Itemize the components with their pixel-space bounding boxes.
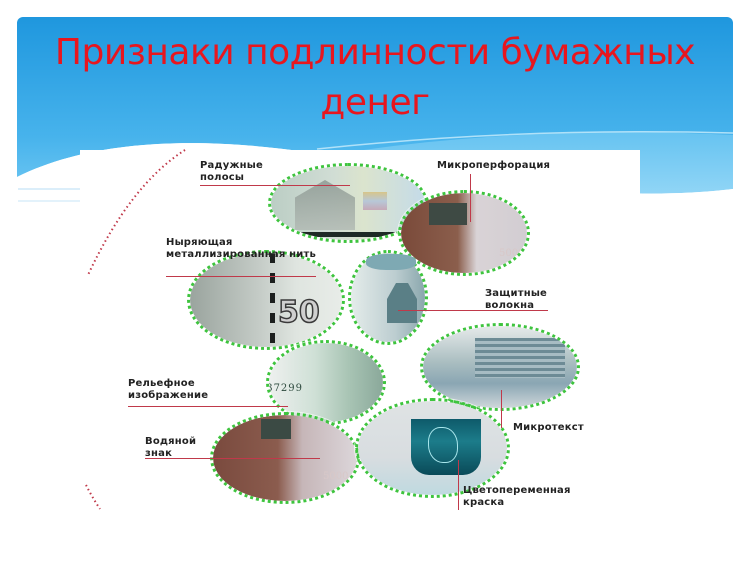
building-illustration — [429, 203, 467, 225]
bear-outline — [428, 427, 458, 463]
serial-number: Е 8037299 — [266, 383, 304, 394]
label-microperforation: Микроперфорация — [437, 160, 551, 171]
leader-security-fibers — [398, 310, 548, 311]
label-color-shifting-ink: Цветопеременная краска — [463, 485, 571, 508]
leader-color-shifting-ink — [458, 460, 459, 510]
leader-microperforation — [470, 174, 471, 222]
building-facade — [475, 338, 565, 378]
label-watermark: Водяной знак — [145, 436, 197, 459]
label-security-fibers: Защитные волокна — [485, 288, 548, 311]
decorative-lines — [18, 200, 83, 202]
thread-strip — [301, 232, 411, 237]
leader-watermark — [145, 458, 320, 459]
rainbow-stripe — [363, 192, 387, 210]
banknote-security-diagram: 5000 50 Е 8037299 5000 — [80, 150, 640, 520]
denomination-text: 5000 — [323, 471, 349, 482]
coin-microperforation: 5000 — [398, 190, 530, 276]
decorative-lines — [18, 188, 83, 190]
denomination-50: 50 — [277, 294, 320, 331]
leader-metallic-thread — [166, 276, 316, 277]
leader-microtext — [501, 390, 502, 428]
leader-relief-image — [128, 406, 288, 407]
label-microtext: Микротекст — [513, 422, 584, 433]
leader-rainbow-stripes — [200, 185, 350, 186]
coin-color-shifting-ink — [355, 398, 510, 498]
denomination-text: 5000 — [499, 248, 525, 259]
label-metallic-thread: Ныряющая металлизированная нить — [166, 237, 316, 260]
slide-title: Признаки подлинности бумажных денег — [54, 32, 696, 123]
coin-microtext — [420, 323, 580, 411]
thread-dashes — [270, 253, 275, 347]
label-rainbow-stripes: Радужные полосы — [200, 160, 263, 183]
watermark-building — [261, 419, 291, 439]
coin-metallic-thread: 50 — [187, 250, 345, 350]
teal-fragment — [366, 254, 416, 270]
label-relief-image: Рельефное изображение — [128, 378, 209, 401]
dotted-arc-decoration — [85, 149, 186, 510]
